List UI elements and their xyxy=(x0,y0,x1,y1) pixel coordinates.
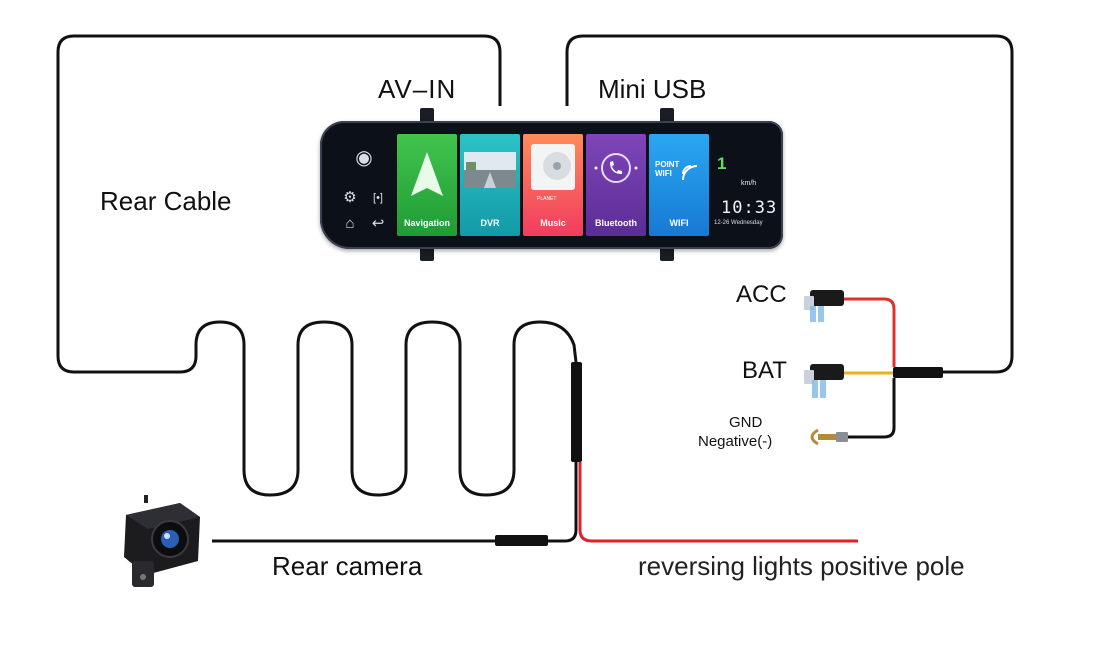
wifi-art-text: POINT WIFI xyxy=(655,160,680,178)
acc-label: ACC xyxy=(736,281,787,308)
reversing-lights-label: reversing lights positive pole xyxy=(638,551,965,581)
screen-mirror-icon[interactable]: [•] xyxy=(373,192,383,204)
av-in-label: AV–IN xyxy=(378,74,457,104)
tile-dvr[interactable]: DVR xyxy=(460,134,520,236)
phone-icon xyxy=(594,153,638,183)
wifi-icon xyxy=(682,165,698,181)
tile-music[interactable]: PLANET Music xyxy=(523,134,583,236)
album-art-icon xyxy=(531,144,575,190)
gnd-wire xyxy=(842,378,896,439)
rear-cable-label: Rear Cable xyxy=(100,186,232,216)
mirror-left-panel: ◉ ⚙ [•] ⌂ ↩ xyxy=(330,132,396,240)
mirror-bracket-top-left xyxy=(420,108,434,124)
connector-block-vertical xyxy=(571,362,582,462)
tile-navigation[interactable]: Navigation xyxy=(397,134,457,236)
reverse-wire xyxy=(578,462,858,543)
negative-label: Negative(-) xyxy=(698,433,773,450)
rear-camera-icon xyxy=(124,495,200,587)
speed-value: 1 xyxy=(717,154,727,173)
acc-fuse-tap xyxy=(804,290,844,322)
bat-fuse-tap xyxy=(804,364,844,398)
mirror-bracket-right xyxy=(660,245,674,261)
tile-label: WIFI xyxy=(669,218,689,228)
gnd-label: GND xyxy=(729,414,763,431)
clock: 10:33 xyxy=(721,198,778,218)
tile-wifi[interactable]: POINT WIFI WIFI xyxy=(649,134,709,236)
connector-block-horizontal xyxy=(495,535,548,546)
bat-label: BAT xyxy=(742,357,787,384)
dashcam-icon[interactable]: ◉ xyxy=(355,147,373,169)
rear-cable-loop xyxy=(56,34,578,497)
tile-bluetooth[interactable]: Bluetooth xyxy=(586,134,646,236)
tile-label: Music xyxy=(540,218,566,228)
tile-label: Bluetooth xyxy=(595,218,637,228)
power-connector-block xyxy=(893,367,943,378)
date: 12-26 Wednesday xyxy=(714,220,763,226)
speed-unit: km/h xyxy=(741,180,757,187)
navigation-arrow-icon xyxy=(411,152,443,196)
rear-camera-label: Rear camera xyxy=(272,551,423,581)
mini-usb-label: Mini USB xyxy=(598,74,707,104)
road-photo-icon xyxy=(464,152,516,188)
tile-label: Navigation xyxy=(403,218,450,228)
power-cable-loop xyxy=(565,34,1014,374)
mirror-bracket-top-right xyxy=(660,108,674,124)
gnd-ring-terminal xyxy=(810,428,848,446)
home-icon[interactable]: ⌂ xyxy=(345,215,355,232)
music-art-text: PLANET xyxy=(537,196,557,202)
back-icon[interactable]: ↩ xyxy=(371,215,385,232)
mirror-bracket-left xyxy=(420,245,434,261)
gear-icon[interactable]: ⚙ xyxy=(343,189,357,206)
tile-label: DVR xyxy=(480,218,500,228)
acc-wire xyxy=(838,297,896,367)
